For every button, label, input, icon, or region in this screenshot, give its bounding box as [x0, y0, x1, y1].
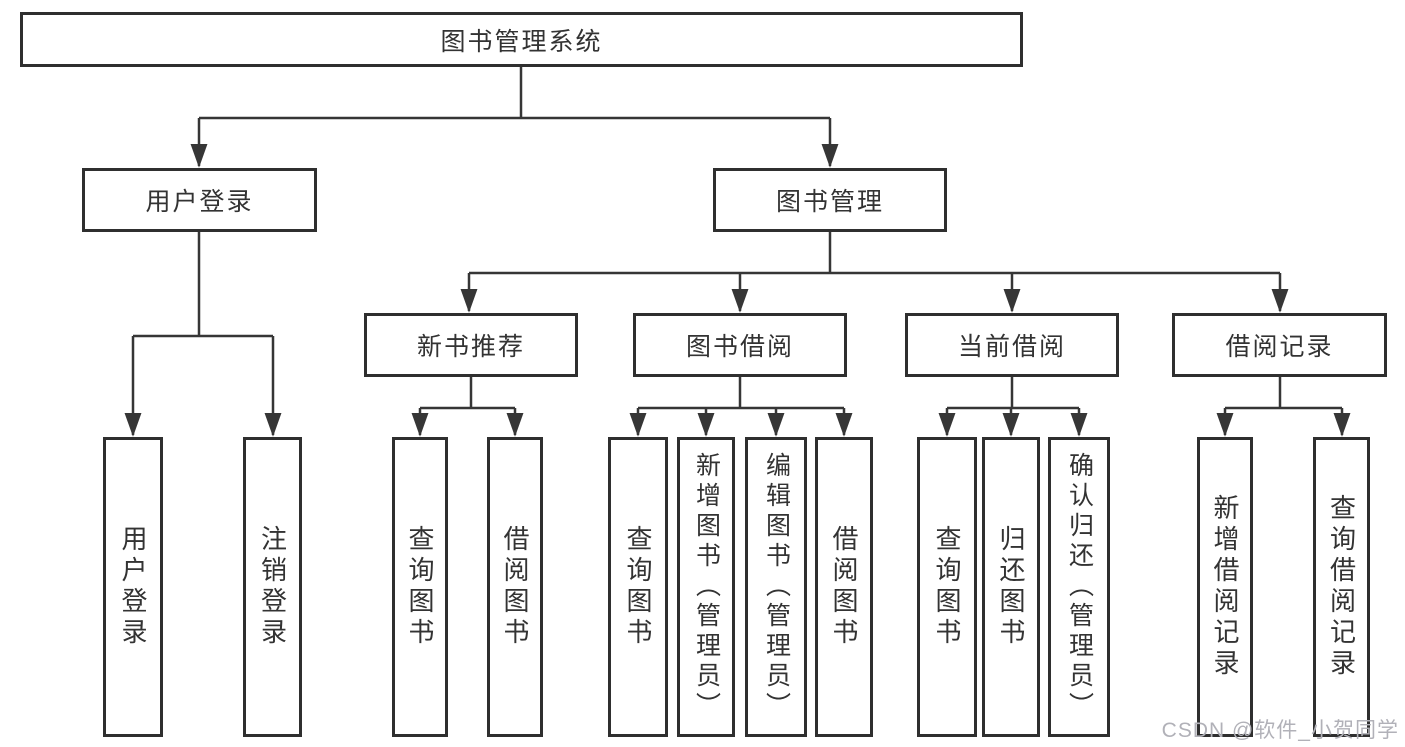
- node-borrow-records: 借阅记录: [1172, 313, 1387, 377]
- node-user-login: 用户登录: [82, 168, 317, 232]
- node-book-borrow: 图书借阅: [633, 313, 847, 377]
- edge-book-management-children: [460, 232, 1289, 313]
- leaf-borrow-books-recommend: 借阅图书: [487, 437, 543, 737]
- leaf-borrow-books-borrow: 借阅图书: [815, 437, 873, 737]
- leaf-query-books-current: 查询图书: [917, 437, 977, 737]
- leaf-logout-login: 注销登录: [243, 437, 302, 737]
- edge-book-borrow-children: [629, 377, 853, 437]
- edge-borrow-records-children: [1216, 377, 1351, 437]
- node-root-library-system: 图书管理系统: [20, 12, 1023, 67]
- leaf-user-login: 用户登录: [103, 437, 163, 737]
- edge-new-book-children: [411, 377, 524, 437]
- node-new-book-recommend: 新书推荐: [364, 313, 578, 377]
- leaf-query-borrow-record: 查询借阅记录: [1313, 437, 1370, 737]
- leaf-add-book-admin: 新增图书（管理员）: [677, 437, 735, 737]
- leaf-query-books-recommend: 查询图书: [392, 437, 448, 737]
- leaf-add-borrow-record: 新增借阅记录: [1197, 437, 1253, 737]
- node-current-borrow: 当前借阅: [905, 313, 1119, 377]
- leaf-confirm-return-admin: 确认归还（管理员）: [1048, 437, 1110, 737]
- csdn-watermark: CSDN @软件_小贺同学: [1161, 719, 1399, 742]
- leaf-return-books: 归还图书: [982, 437, 1040, 737]
- leaf-edit-book-admin: 编辑图书（管理员）: [745, 437, 807, 737]
- edge-current-borrow-children: [938, 377, 1088, 437]
- edge-root-to-level2: [190, 67, 839, 168]
- leaf-query-books-borrow: 查询图书: [608, 437, 668, 737]
- node-book-management: 图书管理: [713, 168, 947, 232]
- edge-user-login-children: [124, 232, 282, 437]
